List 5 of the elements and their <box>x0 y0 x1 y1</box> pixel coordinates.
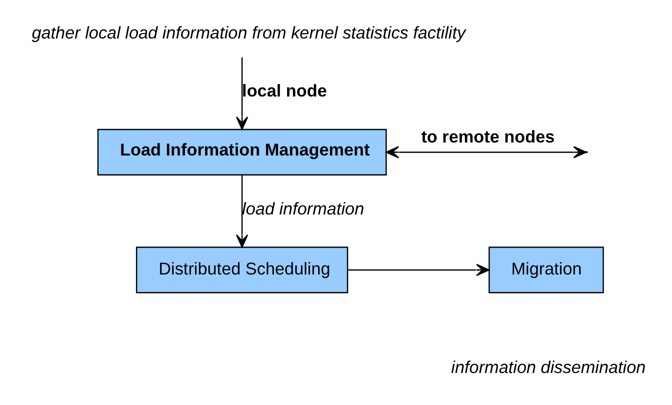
edge-label: load information <box>242 198 364 218</box>
label: information dissemination <box>450 357 646 378</box>
edge-label: local node <box>242 80 326 101</box>
edge-label: to remote nodes <box>420 126 554 147</box>
node-text: gather local load information from kernel statistics factility <box>31 22 466 42</box>
